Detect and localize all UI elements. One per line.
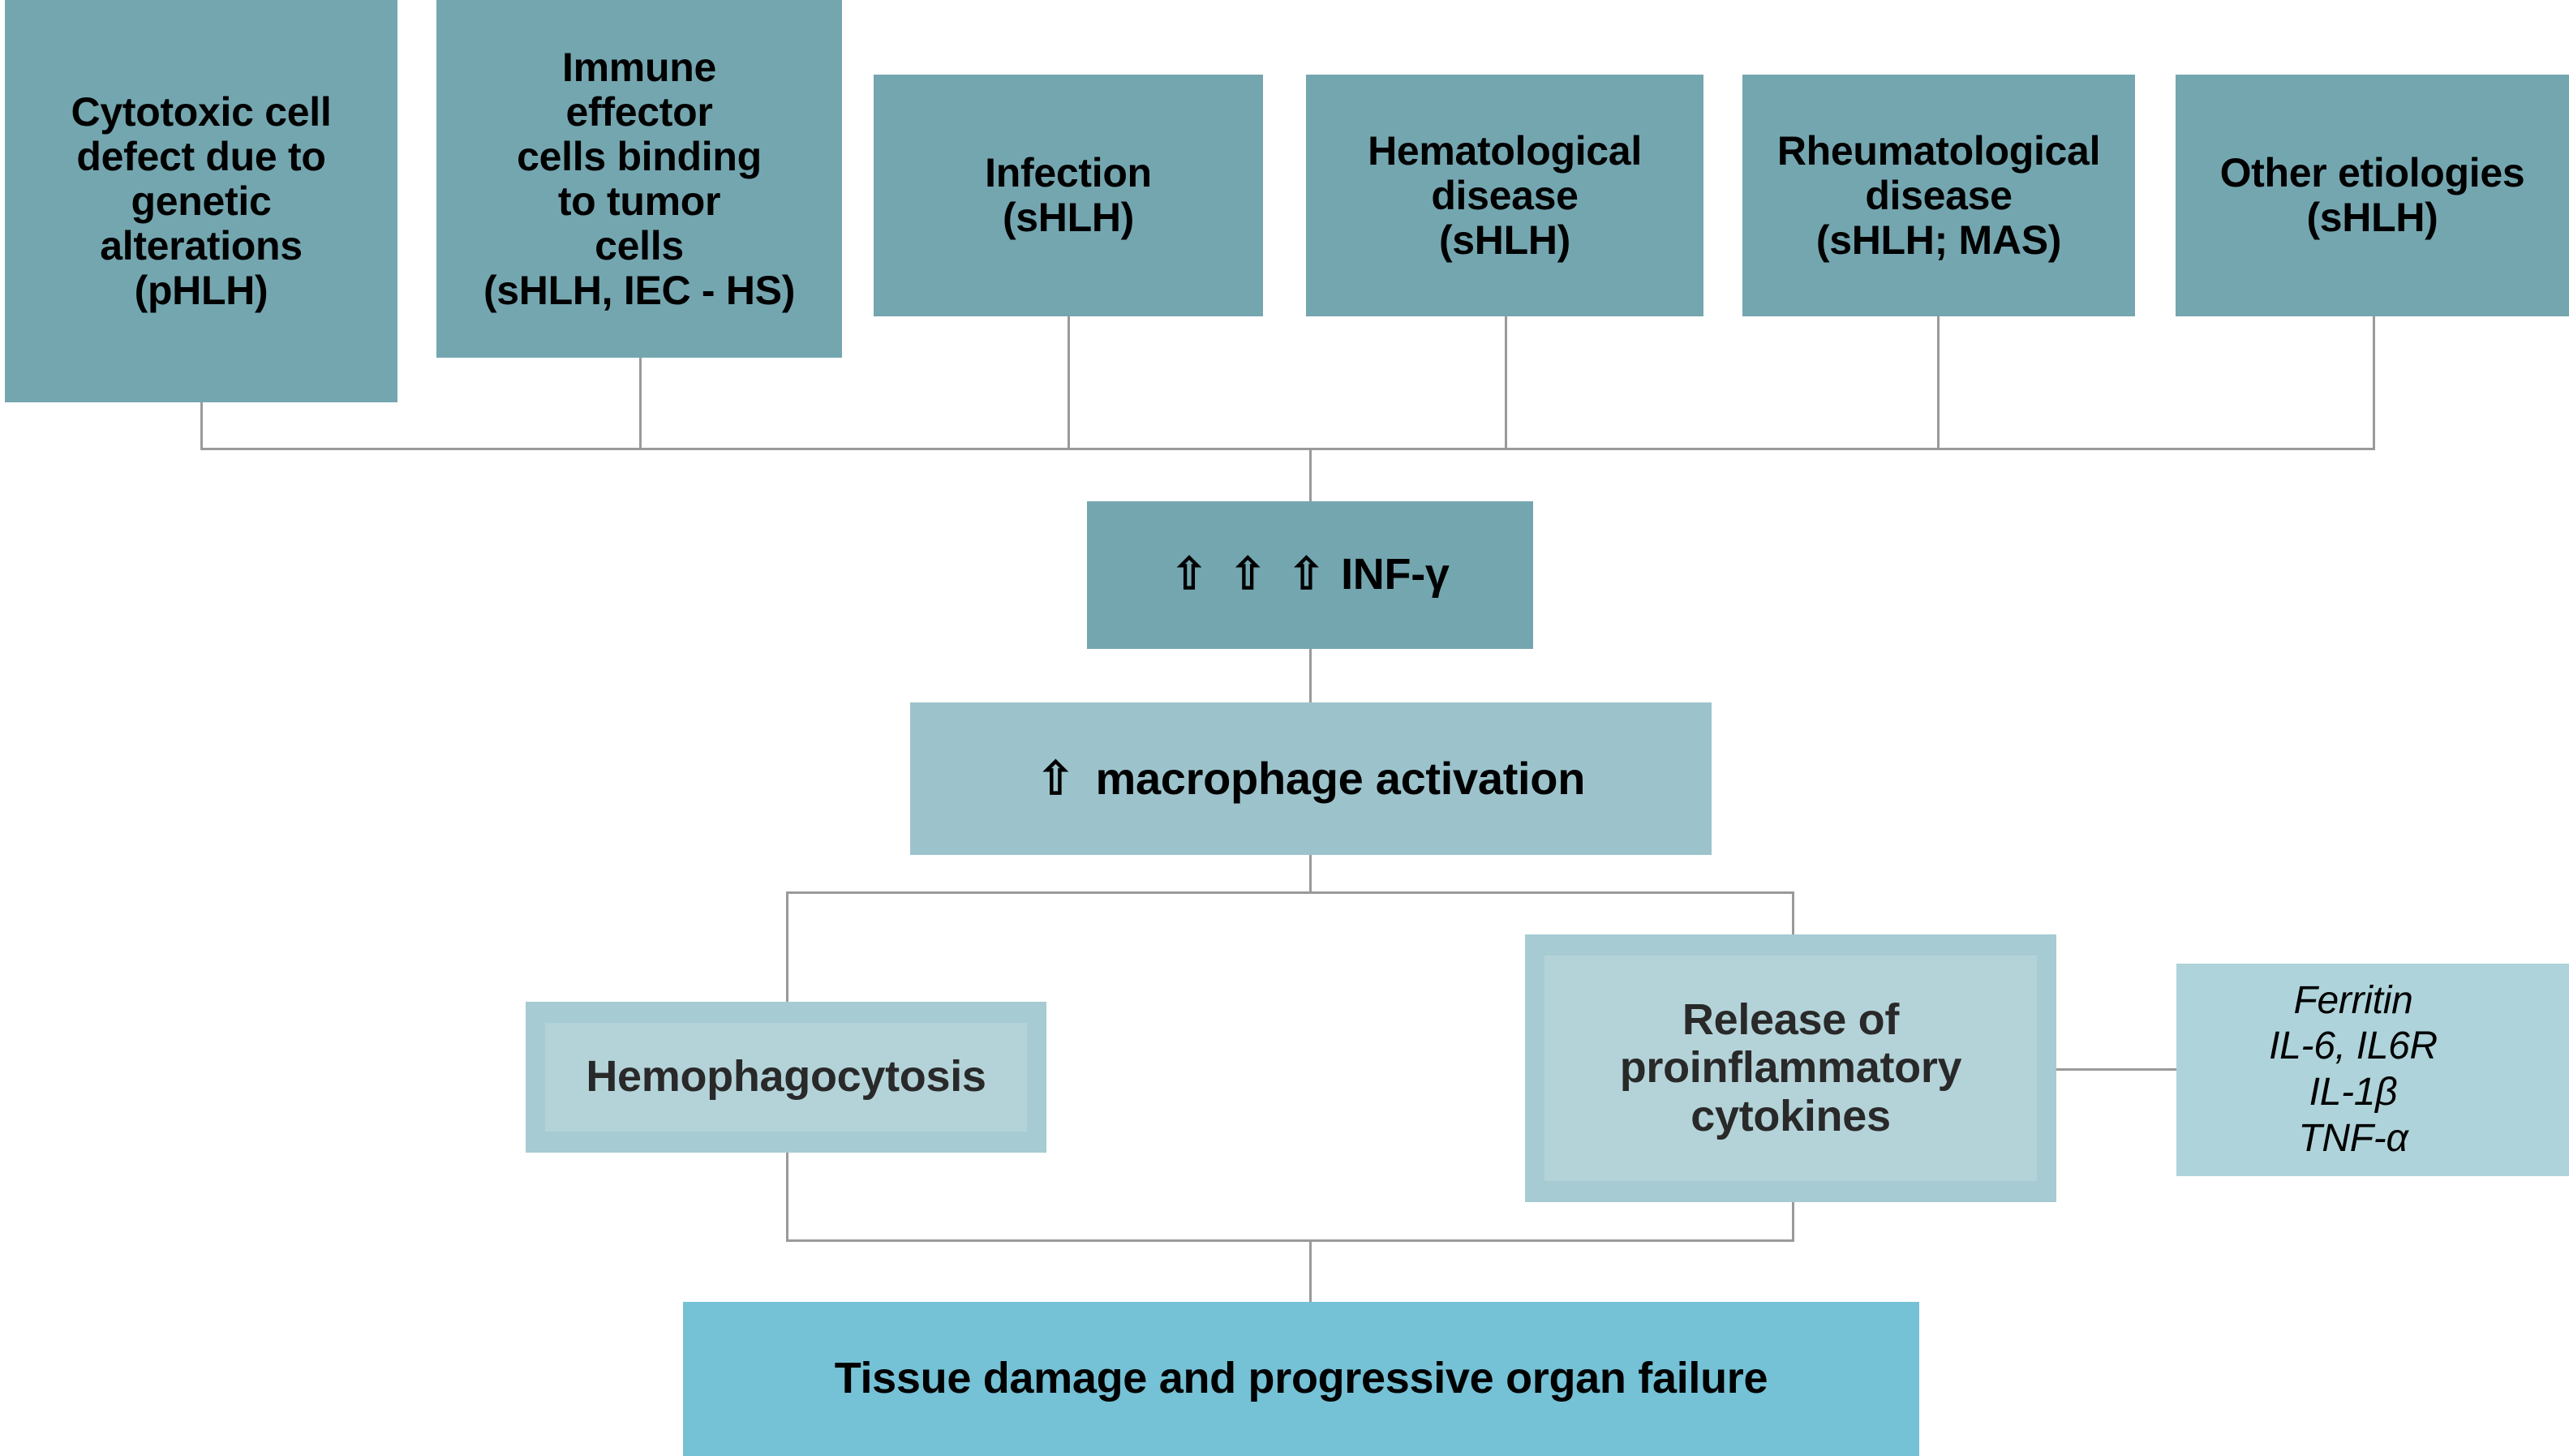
cytokine-list-item: Ferritin: [2293, 978, 2413, 1022]
trigger-line: Rheumatological: [1776, 127, 2101, 174]
connector-trigger-6-drop: [2373, 316, 2375, 450]
trigger-line: Hematological: [1368, 127, 1642, 174]
macrophage-activation-box[interactable]: ⇧ macrophage activation: [910, 702, 1712, 855]
trigger-line: (pHLH): [134, 267, 268, 313]
trigger-line: (sHLH; MAS): [1815, 217, 2062, 263]
connector-split-to-hemophagocytosis: [786, 891, 788, 1003]
connector-bus-to-inf-gamma: [1309, 448, 1312, 503]
trigger-line: effector: [565, 88, 713, 135]
trigger-line: cells: [595, 222, 684, 268]
up-arrow-icon: ⇧: [1036, 753, 1075, 805]
trigger-line: (sHLH): [1002, 195, 1135, 240]
connector-trigger-1-drop: [200, 402, 203, 450]
cytokine-release-box[interactable]: Release of proinflammatory cytokines: [1525, 934, 2056, 1202]
trigger-line: genetic: [131, 178, 272, 224]
trigger-line: disease: [1431, 172, 1579, 218]
connector-trigger-bus: [200, 448, 2375, 450]
trigger-line: defect due to: [76, 133, 326, 179]
connector-inf-gamma-to-macrophage: [1309, 647, 1312, 704]
inf-gamma-label: INF-γ: [1341, 550, 1450, 599]
trigger-box-infection[interactable]: Infection (sHLH): [874, 75, 1263, 316]
hemophagocytosis-label: Hemophagocytosis: [586, 1052, 986, 1102]
trigger-line: (sHLH): [2306, 195, 2438, 240]
outcome-label: Tissue damage and progressive organ fail…: [834, 1354, 1768, 1403]
trigger-box-hematological-disease[interactable]: Hematological disease (sHLH): [1306, 75, 1703, 316]
trigger-line: alterations: [100, 222, 303, 268]
connector-cytokines-to-list: [2055, 1068, 2176, 1071]
connector-trigger-4-drop: [1505, 316, 1507, 450]
cytokine-release-line: Release of: [1682, 994, 1900, 1044]
cytokine-release-line: cytokines: [1690, 1091, 1891, 1140]
trigger-line: Infection: [985, 150, 1152, 195]
trigger-line: Cytotoxic cell: [71, 88, 332, 135]
connector-trigger-3-drop: [1068, 316, 1070, 450]
trigger-box-immune-effector-cells[interactable]: Immune effector cells binding to tumor c…: [436, 0, 842, 358]
up-arrow-icon-group: ⇧ ⇧ ⇧: [1171, 550, 1330, 599]
trigger-line: to tumor: [557, 178, 721, 224]
trigger-line: Immune: [562, 44, 716, 90]
connector-split-to-cytokines: [1792, 891, 1794, 936]
cytokine-list-box[interactable]: Ferritin IL-6, IL6R IL-1β TNF-α: [2176, 964, 2569, 1176]
trigger-line: (sHLH, IEC - HS): [483, 267, 796, 313]
outcome-box-tissue-damage[interactable]: Tissue damage and progressive organ fail…: [683, 1302, 1919, 1456]
cytokine-list-item: IL-6, IL6R: [2269, 1024, 2438, 1068]
connector-trigger-5-drop: [1937, 316, 1940, 450]
connector-merge-to-outcome: [1309, 1239, 1312, 1303]
connector-macrophage-split-bus: [786, 891, 1794, 894]
inf-gamma-box[interactable]: ⇧ ⇧ ⇧ INF-γ: [1087, 501, 1533, 649]
trigger-line: disease: [1865, 172, 2013, 218]
trigger-box-cytotoxic-cell-defect[interactable]: Cytotoxic cell defect due to genetic alt…: [5, 0, 397, 402]
trigger-box-other-etiologies[interactable]: Other etiologies (sHLH): [2176, 75, 2569, 316]
cytokine-release-line: proinflammatory: [1619, 1043, 1962, 1093]
hemophagocytosis-box[interactable]: Hemophagocytosis: [526, 1002, 1046, 1153]
trigger-line: cells binding: [517, 133, 762, 179]
trigger-line: Other etiologies: [2219, 150, 2525, 195]
trigger-line: (sHLH): [1438, 217, 1571, 263]
connector-merge-bus: [786, 1239, 1794, 1242]
connector-macrophage-drop: [1309, 854, 1312, 893]
connector-cytokines-drop: [1792, 1200, 1794, 1241]
macrophage-activation-label: macrophage activation: [1095, 753, 1586, 805]
connector-trigger-2-drop: [639, 357, 642, 450]
connector-hemophagocytosis-drop: [786, 1152, 788, 1241]
trigger-box-rheumatological-disease[interactable]: Rheumatological disease (sHLH; MAS): [1742, 75, 2135, 316]
cytokine-list-item: IL-1β: [2309, 1071, 2398, 1114]
cytokine-list-item: TNF-α: [2298, 1116, 2408, 1160]
